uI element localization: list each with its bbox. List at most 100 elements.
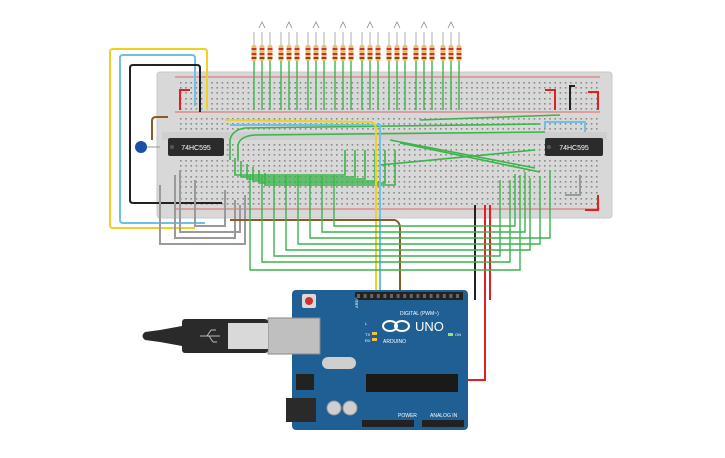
resistor[interactable] (421, 32, 427, 61)
breadboard-hole (294, 103, 296, 105)
breadboard-hole (486, 118, 489, 120)
breadboard-hole (237, 203, 239, 205)
breadboard-hole (268, 165, 270, 167)
breadboard-hole (564, 176, 567, 178)
digital-pin[interactable] (456, 294, 459, 298)
breadboard-hole (575, 128, 577, 130)
breadboard-hole (398, 154, 400, 156)
breadboard-hole (590, 170, 593, 172)
resistor[interactable] (429, 32, 435, 61)
digital-header[interactable] (355, 292, 463, 300)
arduino-uno[interactable]: UNO ARDUINO DIGITAL (PWM~) POWER ANALOG … (267, 290, 468, 430)
digital-pin[interactable] (357, 294, 360, 298)
digital-pin[interactable] (409, 294, 413, 298)
breadboard-hole (408, 87, 411, 89)
digital-pin[interactable] (370, 294, 374, 298)
breadboard-hole (564, 87, 567, 89)
resistor[interactable] (348, 32, 354, 61)
breadboard-hole (200, 192, 203, 194)
breadboard-hole (559, 103, 562, 105)
breadboard-hole (268, 128, 270, 130)
breadboard-hole (289, 192, 291, 194)
breadboard-hole (408, 118, 411, 120)
breadboard-hole (414, 181, 416, 183)
resistor[interactable] (313, 32, 319, 61)
breadboard-hole (362, 87, 364, 89)
resistor[interactable] (359, 32, 365, 61)
resistor[interactable] (440, 32, 446, 61)
shift-register-right[interactable]: 74HC595 (545, 138, 603, 156)
breadboard-hole (206, 123, 208, 125)
breadboard-hole (596, 98, 598, 100)
breadboard-hole (590, 192, 593, 194)
analog-header[interactable] (422, 420, 464, 427)
atmega-chip (366, 374, 458, 392)
breadboard-hole (455, 98, 458, 100)
resistor[interactable] (267, 32, 273, 61)
breadboard-hole (538, 149, 541, 151)
breadboard-hole (502, 103, 504, 105)
breadboard-hole (268, 144, 270, 146)
shift-register-left[interactable]: 74HC595 (168, 138, 224, 156)
digital-pin[interactable] (436, 294, 440, 298)
breadboard-hole (559, 123, 562, 125)
uno-logo: UNO (415, 319, 444, 334)
breadboard-hole (242, 154, 244, 156)
breadboard-hole (507, 118, 510, 120)
breadboard-hole (341, 192, 343, 194)
digital-pin[interactable] (416, 294, 420, 298)
breadboard-hole (320, 149, 322, 151)
resistor[interactable] (251, 32, 257, 61)
resistor[interactable] (386, 32, 392, 61)
breadboard-hole (346, 154, 348, 156)
breadboard-hole (320, 118, 322, 120)
breadboard-hole (320, 123, 322, 125)
breadboard-hole (471, 108, 473, 110)
breadboard-hole (356, 160, 359, 162)
resistor[interactable] (321, 32, 327, 61)
digital-pin[interactable] (442, 294, 446, 298)
breadboard-hole (289, 165, 291, 167)
resistor[interactable] (402, 32, 408, 61)
breadboard-hole (424, 186, 426, 188)
breadboard-hole (445, 165, 447, 167)
digital-pin[interactable] (423, 294, 426, 298)
breadboard-hole (351, 144, 354, 146)
breadboard-hole (460, 181, 463, 183)
resistor[interactable] (332, 32, 338, 61)
resistor[interactable] (259, 32, 265, 61)
breadboard-hole (356, 87, 359, 89)
breadboard-hole (315, 198, 317, 200)
capacitor[interactable] (135, 141, 160, 153)
digital-pin[interactable] (376, 294, 380, 298)
breadboard-hole (294, 170, 296, 172)
resistor[interactable] (278, 32, 284, 61)
digital-pin[interactable] (390, 294, 393, 298)
resistor[interactable] (456, 32, 462, 61)
resistor[interactable] (340, 32, 346, 61)
digital-pin[interactable] (396, 294, 400, 298)
resistor[interactable] (413, 32, 419, 61)
digital-pin[interactable] (449, 294, 453, 298)
resistor[interactable] (448, 32, 454, 61)
digital-pin[interactable] (403, 294, 407, 298)
breadboard-hole (414, 165, 416, 167)
breadboard-hole (476, 128, 478, 130)
breadboard-hole (258, 144, 260, 146)
digital-pin[interactable] (363, 294, 367, 298)
resistor[interactable] (375, 32, 381, 61)
digital-pin[interactable] (429, 294, 433, 298)
breadboard-hole (403, 149, 406, 151)
power-header[interactable] (362, 420, 414, 427)
breadboard-hole (544, 192, 546, 194)
resistor[interactable] (367, 32, 373, 61)
resistor[interactable] (394, 32, 400, 61)
resistor[interactable] (305, 32, 311, 61)
digital-pin[interactable] (383, 294, 387, 298)
resistor[interactable] (286, 32, 292, 61)
resistor[interactable] (294, 32, 300, 61)
breadboard-hole (460, 149, 463, 151)
reset-button[interactable] (305, 297, 313, 305)
breadboard-hole (247, 198, 250, 200)
breadboard-hole (195, 87, 198, 89)
